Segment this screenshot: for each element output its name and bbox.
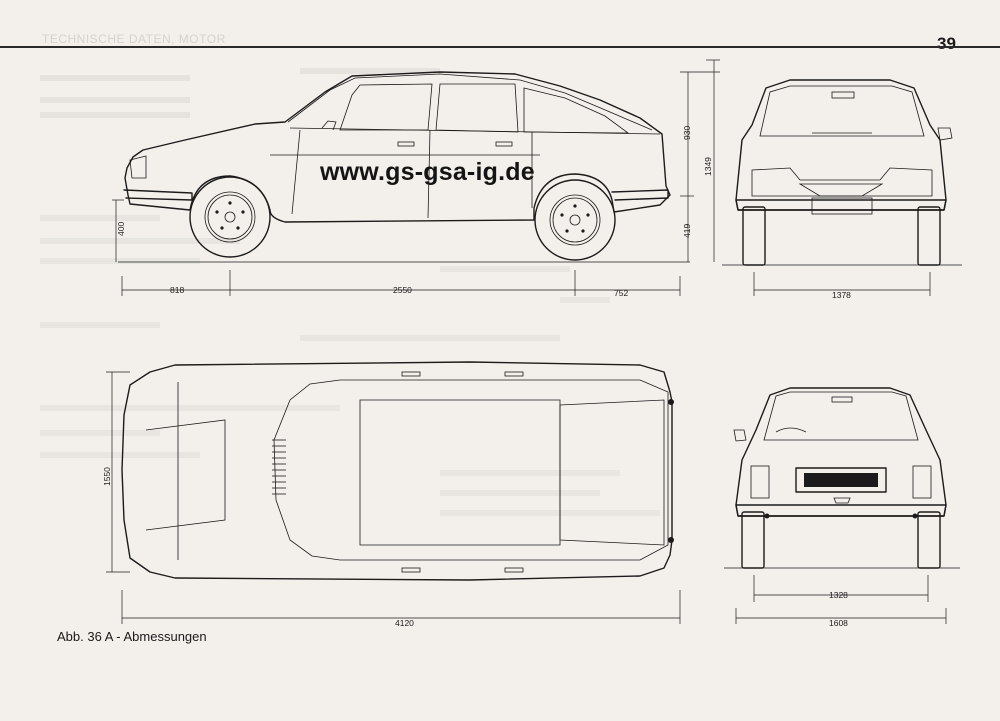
rear-plate-frame (795, 467, 887, 493)
dim-front-low-height: 400 (116, 222, 126, 236)
dim-rear-low-height: 419 (682, 224, 692, 238)
header-rule (0, 46, 1000, 48)
front-plate (811, 197, 873, 215)
dim-overall-length: 4120 (395, 618, 414, 628)
rear-emblem (833, 497, 851, 504)
dim-front-track: 1378 (832, 290, 851, 300)
rear-left-tire (741, 511, 765, 569)
front-face (751, 167, 933, 197)
front-view: 1378 (722, 79, 962, 300)
top-body-outline (121, 361, 673, 581)
top-handle-4 (504, 567, 524, 573)
watermark-url: www.gs-gsa-ig.de (320, 158, 535, 186)
front-bumper (735, 199, 947, 211)
dim-rear-overhang: 752 (614, 288, 628, 298)
rear-body-outline (735, 387, 947, 517)
side-mirror (321, 120, 337, 131)
rear-view-mirror-rear (831, 396, 853, 403)
dim-roof-height: 930 (682, 126, 692, 140)
rear-right-lamp (912, 465, 932, 499)
side-window-quarter (523, 87, 630, 134)
front-wheel-side (189, 176, 271, 258)
dim-rear-track: 1328 (829, 590, 848, 600)
top-view: 4120 1550 (102, 361, 681, 628)
rear-plate (804, 473, 878, 487)
front-bumper-side (123, 189, 193, 201)
top-rear-window (559, 399, 665, 546)
side-window-rear (435, 83, 519, 133)
rear-mirror (733, 429, 747, 442)
ghost-header-text: TECHNISCHE DATEN, MOTOR (42, 32, 226, 46)
rear-exhaust-right (912, 513, 918, 519)
side-body-outline (124, 71, 671, 223)
door-handle-rear (495, 141, 513, 147)
bleed-through-text (40, 68, 660, 516)
rear-window (763, 391, 919, 441)
top-vent-grille (272, 439, 286, 495)
rear-bumper-side (611, 189, 669, 201)
door-handle-front (397, 141, 415, 147)
rear-bumper (735, 504, 947, 517)
dim-front-overhang: 818 (170, 285, 184, 295)
rear-view: 1328 1608 (724, 387, 960, 628)
top-handle-3 (401, 567, 421, 573)
side-dimension-lines (112, 59, 720, 296)
door-gap-front (427, 129, 431, 219)
dim-total-height: 1349 (703, 157, 713, 176)
windshield (759, 85, 925, 137)
top-light-1 (668, 399, 674, 405)
top-light-2 (668, 537, 674, 543)
top-handle-2 (504, 371, 524, 377)
top-roof (359, 399, 561, 546)
beltline (289, 127, 661, 135)
front-grille (798, 183, 884, 197)
door-gap-a (291, 129, 301, 215)
dim-wheelbase: 2550 (393, 285, 412, 295)
side-window-front (339, 83, 433, 131)
top-handle-1 (401, 371, 421, 377)
headlight-side (129, 155, 147, 179)
top-bonnet-panel (145, 419, 226, 531)
front-mirror (937, 127, 953, 141)
page-number: 39 (937, 34, 956, 53)
dim-overall-width: 1608 (829, 618, 848, 628)
rear-wiper (775, 427, 807, 433)
rear-view-mirror-front (831, 91, 855, 99)
dim-top-width: 1550 (102, 467, 112, 486)
figure-caption: Abb. 36 A - Abmessungen (57, 629, 207, 644)
front-right-tire (917, 206, 941, 266)
rear-right-tire (917, 511, 941, 569)
rear-left-lamp (750, 465, 770, 499)
rear-exhaust-left (764, 513, 770, 519)
side-view: 818 2550 752 930 1349 419 400 (112, 59, 720, 298)
front-body-outline (735, 79, 947, 211)
rear-wheel-side (534, 179, 616, 261)
front-left-tire (742, 206, 766, 266)
side-glass-outline (287, 73, 653, 131)
